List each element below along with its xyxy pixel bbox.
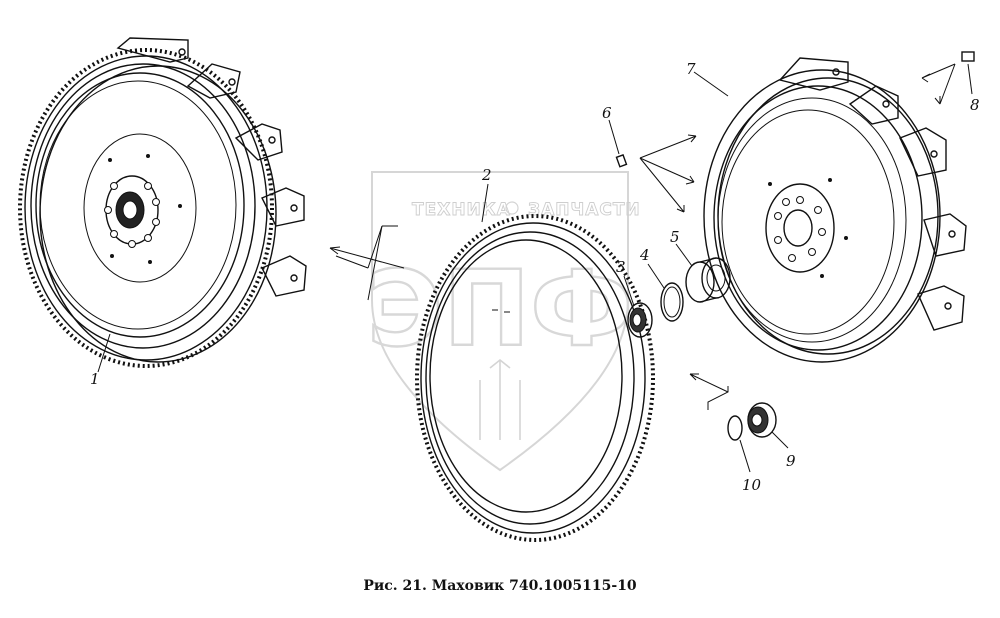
gear-icon: [505, 201, 519, 215]
figure-caption: Рис. 21. Маховик 740.1005115-10: [363, 578, 637, 594]
part-7-flywheel: [703, 57, 967, 363]
part-10-circlip: [727, 415, 743, 441]
callout-5: 5: [670, 228, 680, 246]
callout-4: 4: [639, 246, 650, 264]
part-1-mounting-lugs: [116, 37, 307, 297]
part-9-bearing: [747, 402, 777, 438]
callout-3: 3: [616, 258, 626, 276]
assembly-arrows: [329, 63, 956, 410]
callout-labels: 1 2 3 4 5 6 7 8 9 10: [90, 60, 980, 494]
callout-9: 9: [786, 452, 796, 470]
part-2-ring-gear: [415, 214, 655, 542]
callout-8: 8: [970, 96, 980, 114]
part-3-bearing: [627, 302, 653, 338]
part-1-hub-bolt-holes: [104, 182, 160, 248]
leader-lines: [97, 63, 973, 473]
part-6-dowel-pin: [615, 154, 628, 168]
part-7-face-holes: [768, 178, 848, 278]
watermark-shield: [371, 171, 629, 472]
part-4-circlip: [660, 282, 684, 322]
watermark-left-word: ТЕХНИКА: [412, 200, 511, 220]
watermark: ТЕХНИКА ЗАПЧАСТИ ЭПФ: [366, 171, 641, 472]
watermark-right-word: ЗАПЧАСТИ: [528, 200, 641, 220]
callout-7: 7: [686, 60, 696, 78]
callout-6: 6: [602, 104, 612, 122]
part-1-face-holes: [108, 154, 182, 264]
callout-10: 10: [742, 476, 762, 494]
watermark-logo: ЭПФ: [367, 248, 634, 370]
callout-1: 1: [90, 370, 100, 388]
grain-icon: [479, 358, 521, 440]
part-7-hub-bolt-holes: [774, 196, 826, 262]
part-1-flywheel-assembly: [18, 37, 307, 368]
callout-2: 2: [481, 166, 492, 184]
part-8-pin: [961, 51, 975, 62]
